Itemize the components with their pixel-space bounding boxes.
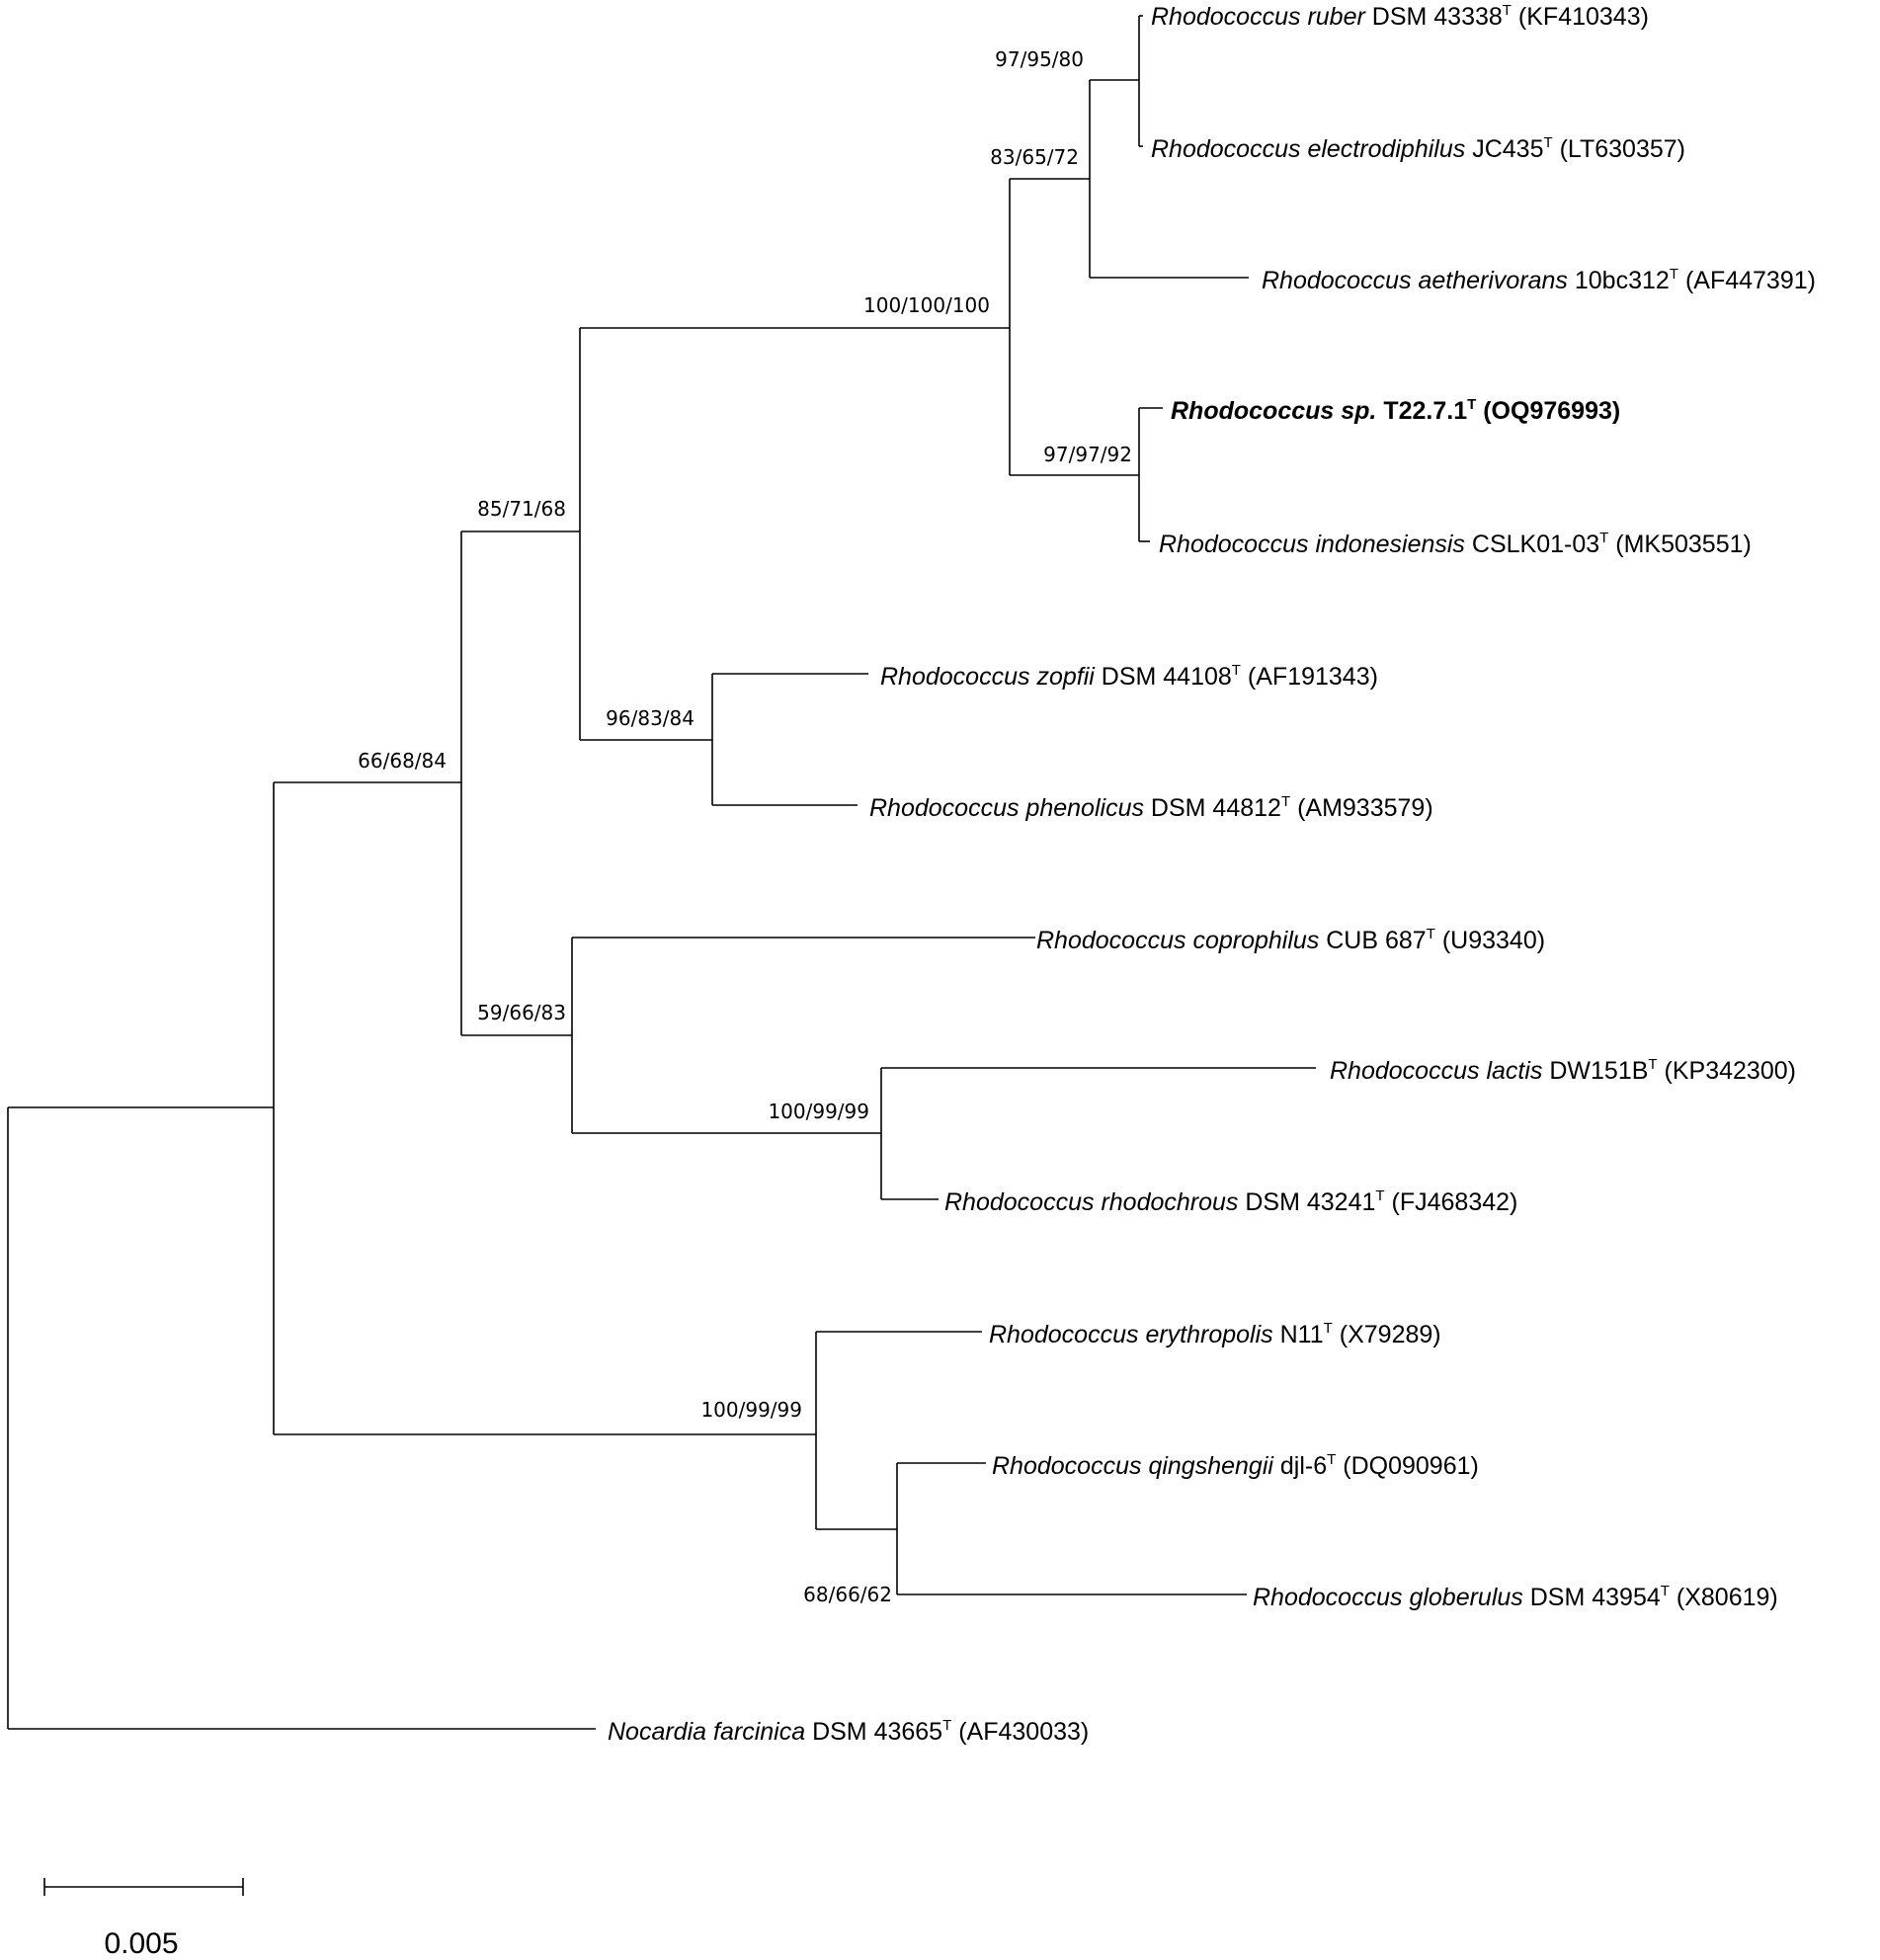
- support-value-node-zopfii-phenolicus: 96/83/84: [606, 706, 695, 730]
- taxon-label-indonesiensis: Rhodococcus indonesiensis CSLK01-03T (MK…: [1159, 530, 1752, 558]
- support-values: 97/95/80 83/65/72 100/100/100 97/97/92 8…: [358, 47, 1132, 1606]
- support-value-node-ruber-electrodiphilus: 97/95/80: [995, 47, 1084, 71]
- support-value-node-ruber-rhodochrous: 66/68/84: [358, 749, 447, 773]
- taxon-label-erythropolis: Rhodococcus erythropolis N11T (X79289): [989, 1320, 1441, 1348]
- taxon-label-ruber: Rhodococcus ruber DSM 43338T (KF410343): [1151, 2, 1649, 31]
- taxon-label-coprophilus: Rhodococcus coprophilus CUB 687T (U93340…: [1036, 926, 1545, 954]
- support-value-node-lactis-rhodochrous: 100/99/99: [768, 1100, 869, 1123]
- support-value-node-ruber-aetherivorans: 83/65/72: [990, 145, 1079, 169]
- scale-bar: 0.005: [43, 1878, 244, 1960]
- support-value-node-qingshengii-globerulus: 68/66/62: [803, 1583, 892, 1606]
- support-value-node-ruber-indonesiensis: 100/100/100: [863, 293, 990, 317]
- taxon-label-sp-t22: Rhodococcus sp. T22.7.1T (OQ976993): [1171, 396, 1620, 425]
- tree-branches: [7, 15, 1316, 1730]
- taxon-label-nocardia-farcinica: Nocardia farcinica DSM 43665T (AF430033): [608, 1717, 1089, 1746]
- taxon-label-aetherivorans: Rhodococcus aetherivorans 10bc312T (AF44…: [1262, 266, 1816, 294]
- support-value-node-sp-indonesiensis: 97/97/92: [1043, 443, 1132, 466]
- support-value-node-erythropolis-globerulus: 100/99/99: [700, 1398, 802, 1422]
- support-value-node-ruber-phenolicus: 85/71/68: [477, 497, 566, 521]
- scale-bar-line: [43, 1878, 244, 1896]
- taxon-label-zopfii: Rhodococcus zopfii DSM 44108T (AF191343): [880, 662, 1378, 691]
- taxon-label-lactis: Rhodococcus lactis DW151BT (KP342300): [1330, 1056, 1796, 1085]
- taxon-label-electrodiphilus: Rhodococcus electrodiphilus JC435T (LT63…: [1151, 134, 1685, 163]
- taxon-label-rhodochrous: Rhodococcus rhodochrous DSM 43241T (FJ46…: [944, 1187, 1517, 1216]
- taxon-label-globerulus: Rhodococcus globerulus DSM 43954T (X8061…: [1253, 1583, 1778, 1611]
- taxon-label-qingshengii: Rhodococcus qingshengii djl-6T (DQ090961…: [992, 1451, 1479, 1480]
- scale-bar-label: 0.005: [104, 1927, 178, 1960]
- support-value-node-coprophilus-rhodochrous: 59/66/83: [477, 1001, 566, 1024]
- taxon-label-phenolicus: Rhodococcus phenolicus DSM 44812T (AM933…: [869, 793, 1433, 822]
- taxon-labels: Rhodococcus ruber DSM 43338T (KF410343) …: [608, 2, 1816, 1746]
